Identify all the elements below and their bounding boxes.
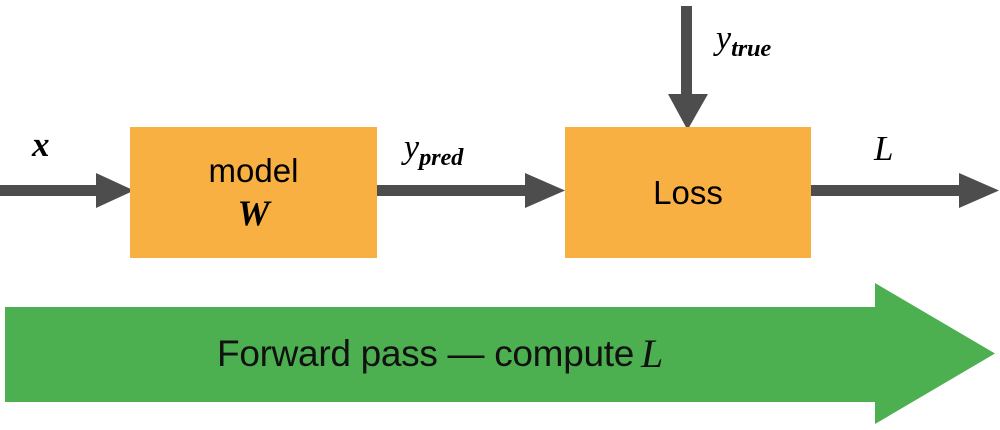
model-node-label: model <box>208 152 299 189</box>
label-prediction-subscript: pred <box>419 143 464 171</box>
label-target-ytrue: ytrue <box>716 22 771 61</box>
label-output-loss: L <box>874 131 893 166</box>
model-node-weights-label: W <box>237 193 270 233</box>
label-prediction-ypred: ypred <box>404 131 463 170</box>
label-prediction-base: y <box>404 129 420 166</box>
label-target-subscript: true <box>731 34 772 62</box>
label-input-x-base: x <box>32 125 50 164</box>
arrow-loss-to-output <box>811 173 999 208</box>
forward-pass-banner-caption: Forward pass — compute <box>217 332 635 374</box>
forward-pass-banner-math: L <box>641 331 663 376</box>
forward-pass-arrow-shape <box>5 283 995 424</box>
model-node: model W <box>130 127 377 258</box>
arrow-input-to-model <box>0 173 134 208</box>
arrow-model-to-loss <box>377 173 565 208</box>
arrow-target-into-loss <box>668 6 708 130</box>
loss-node: Loss <box>565 127 811 258</box>
label-target-base: y <box>716 20 732 57</box>
label-output-base: L <box>874 129 894 168</box>
loss-node-label: Loss <box>653 174 723 211</box>
label-input-x: x <box>32 127 50 162</box>
